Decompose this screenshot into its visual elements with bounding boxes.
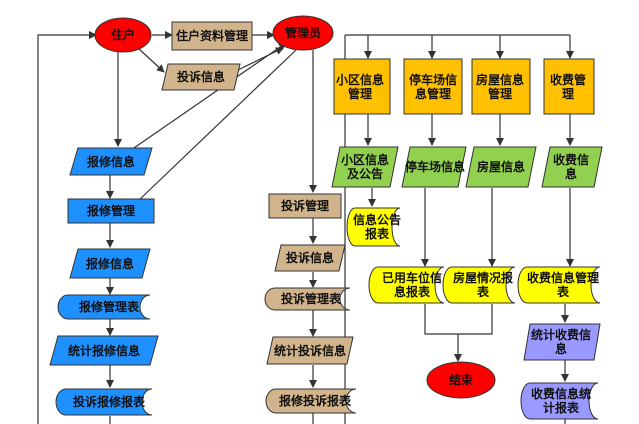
community-info-mgmt-label: 小区信息管理 — [336, 72, 385, 101]
resident-ellipse — [94, 17, 152, 53]
house-info-shape — [465, 146, 537, 188]
house-info-label: 房屋信息 — [476, 160, 525, 174]
repair-mgmt-table-label: 报修管理表 — [78, 300, 139, 314]
admin-label: 管理员 — [284, 26, 321, 40]
shapes — [49, 15, 603, 420]
complaint-repair-report-shape — [55, 388, 153, 416]
fee-info-label: 收费信息 — [552, 153, 589, 181]
house-info-mgmt-box — [471, 58, 531, 115]
resident-label: 住户 — [110, 28, 135, 42]
complaint-info-label: 投诉信息 — [285, 251, 334, 265]
repair-mgmt-box — [67, 198, 155, 224]
house-status-report-label: 房屋情况报表 — [452, 271, 513, 299]
fee-info-shape — [541, 146, 603, 188]
stat-repair-info-label: 统计报修信息 — [67, 343, 140, 358]
stat-complaint-shape — [266, 336, 354, 365]
line-resident-complaint — [137, 47, 165, 73]
line-complaint-admin — [237, 47, 284, 71]
fee-info-mgmt-table-shape — [517, 266, 601, 304]
parking-info-mgmt-label: 停车场信息管理 — [408, 72, 457, 101]
used-parking-report-label: 已用车位信息报表 — [381, 271, 442, 299]
parking-info-mgmt-box — [403, 58, 463, 115]
repair-complaint-report-shape — [265, 388, 357, 414]
repair-complaint-report-label: 报修投诉报表 — [278, 394, 351, 408]
complaint-mgmt-label: 投诉管理 — [280, 199, 329, 213]
complaint-mgmt-table-shape — [264, 287, 351, 311]
house-info-mgmt-label: 房屋信息管理 — [475, 72, 524, 101]
complaint-repair-report-label: 投诉报修报表 — [72, 395, 145, 409]
complaint-info-shape — [274, 244, 346, 272]
stat-fee-info-shape — [523, 323, 601, 361]
stat-fee-info-label: 统计收费信息 — [530, 328, 591, 356]
fee-info-stat-report-shape — [520, 382, 599, 420]
end-label: 结束 — [448, 373, 473, 387]
fee-info-mgmt-table-label: 收费信息管理表 — [526, 271, 599, 299]
used-parking-report-shape — [368, 266, 445, 304]
complaint-mgmt-box — [268, 193, 342, 219]
info-notice-report-shape — [346, 207, 401, 247]
parking-info-shape — [401, 146, 467, 188]
info-notice-report-label: 信息公告报表 — [352, 213, 401, 241]
stat-complaint-info-label: 统计投诉信息 — [273, 343, 346, 358]
parking-info-label: 停车场信息 — [404, 160, 465, 174]
fee-mgmt-box — [543, 58, 595, 115]
line-diag-1 — [130, 42, 287, 151]
repair-info-2-label: 报修信息 — [85, 256, 134, 271]
loop-line-left — [37, 31, 97, 424]
line-join — [424, 304, 493, 335]
fee-info-stat-report-label: 收费信息统计报表 — [530, 387, 591, 415]
complaint-mgmt-table-label: 投诉管理表 — [280, 292, 341, 306]
house-status-report-shape — [442, 266, 516, 304]
repair-info-2-shape — [69, 248, 151, 279]
complaint-info-top-shape — [161, 63, 241, 91]
resident-records-box — [171, 21, 253, 51]
repair-info-1-label: 报修信息 — [86, 154, 135, 169]
fee-mgmt-label: 收费管理 — [549, 72, 586, 101]
admin-ellipse — [272, 15, 334, 51]
end-ellipse — [426, 361, 496, 399]
community-info-notice-label: 小区信息及公告 — [340, 153, 389, 181]
repair-info-1-shape — [69, 147, 153, 176]
community-info-mgmt-box — [333, 58, 391, 115]
complaint-info-top-label: 投诉信息 — [176, 70, 225, 84]
repair-mgmt-table-shape — [57, 294, 151, 320]
line-diag-2 — [137, 49, 297, 202]
resident-records-mgmt-label: 住户资料管理 — [175, 29, 248, 43]
repair-mgmt-label: 报修管理 — [86, 204, 135, 218]
community-info-notice-shape — [331, 146, 399, 188]
stat-repair-shape — [49, 335, 159, 366]
